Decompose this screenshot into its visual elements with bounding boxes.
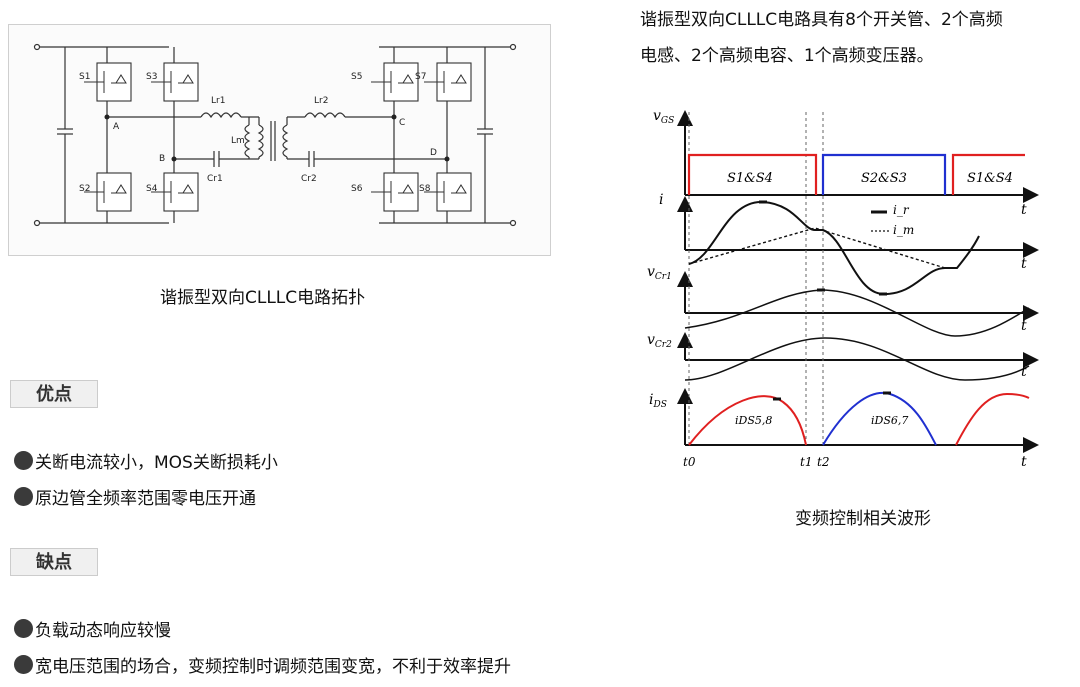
axis-label-t: t [1021,202,1027,218]
node-label-b: B [159,154,165,164]
advantage-item-text: 关断电流较小，MOS关断损耗小 [35,453,278,473]
advantages-heading: 优点 [10,380,98,408]
vcr1-trace [684,289,1030,337]
vcr2-trace [684,337,1030,381]
component-label-lr1: Lr1 [211,96,225,106]
bullet-icon [14,451,33,470]
switch-label-s6: S6 [351,184,363,194]
resonant-current-trace [688,200,980,296]
circuit-topology-diagram: S1 S3 S5 S7 S2 S4 S6 S8 A B C D Lr1 Lr2 … [8,24,551,256]
switch-label-s3: S3 [146,72,157,82]
switch-label-s2: S2 [79,184,90,194]
axis-label-vcr2: vCr2 [647,332,672,350]
description-line-2: 电感、2个高频电容、1个高频变压器。 [640,46,934,66]
gate-label-s1s4-2: S1&S4 [967,171,1013,186]
axis-label-vcr1: vCr1 [647,264,672,282]
bullet-icon [14,619,33,638]
magnetizing-current-trace [688,227,946,269]
switch-label-s8: S8 [419,184,431,194]
time-mark-t1: t1 [800,455,812,469]
component-label-cr2: Cr2 [301,174,317,184]
advantage-item-text: 原边管全频率范围零电压开通 [35,489,256,509]
axis-label-ids: iDS [649,392,667,410]
switch-label-s4: S4 [146,184,158,194]
gate-label-s2s3: S2&S3 [861,171,907,186]
axis-label-t: t [1021,454,1027,470]
axis-label-t: t [1021,318,1027,334]
axis-label-i: i [659,192,663,208]
time-mark-t0: t0 [683,455,696,469]
advantage-item-1: 关断电流较小，MOS关断损耗小 [14,448,278,473]
axis-label-t: t [1021,364,1027,380]
description-line-1: 谐振型双向CLLLC电路具有8个开关管、2个高频 [640,10,1003,30]
node-label-c: C [399,118,405,128]
waveform-caption: 变频控制相关波形 [795,509,931,529]
disadvantage-item-2: 宽电压范围的场合，变频控制时调频范围变宽，不利于效率提升 [14,652,511,677]
advantage-item-2: 原边管全频率范围零电压开通 [14,484,256,509]
gate-pulse-s1s4-1 [687,153,818,195]
gate-pulse-s1s4-2 [951,153,1025,195]
disadvantage-item-text: 宽电压范围的场合，变频控制时调频范围变宽，不利于效率提升 [35,657,511,677]
disadvantages-heading: 缺点 [10,548,98,576]
circuit-caption: 谐振型双向CLLLC电路拓扑 [160,288,366,308]
waveform-diagram: i_r i_m vGS i vCr1 vCr2 iDS t t t t t S1… [647,108,1039,470]
circuit-svg: S1 S3 S5 S7 S2 S4 S6 S8 A B C D Lr1 Lr2 … [33,43,517,227]
axis-label-vgs: vGS [653,108,674,126]
switch-label-s5: S5 [351,72,362,82]
gate-label-s1s4: S1&S4 [727,171,773,186]
node-label-a: A [113,122,120,132]
axis-label-t: t [1021,256,1027,272]
disadvantage-item-1: 负载动态响应较慢 [14,616,171,641]
component-label-lr2: Lr2 [314,96,328,106]
description-text: 谐振型双向CLLLC电路具有8个开关管、2个高频 电感、2个高频电容、1个高频变… [640,2,1080,74]
node-label-d: D [430,148,437,158]
time-mark-t2: t2 [817,455,829,469]
legend-im: i_m [893,223,914,237]
ids58-label: iDS5,8 [735,414,772,427]
ids58-trace-2 [955,392,1030,446]
bullet-icon [14,487,33,506]
ids67-label: iDS6,7 [871,414,908,427]
legend-ir: i_r [893,203,910,217]
switch-label-s7: S7 [415,72,426,82]
switch-label-s1: S1 [79,72,90,82]
bullet-icon [14,655,33,674]
component-label-lm: Lm [231,136,245,146]
gate-pulse-s2s3 [821,153,947,195]
component-label-cr1: Cr1 [207,174,223,184]
disadvantage-item-text: 负载动态响应较慢 [35,621,171,641]
